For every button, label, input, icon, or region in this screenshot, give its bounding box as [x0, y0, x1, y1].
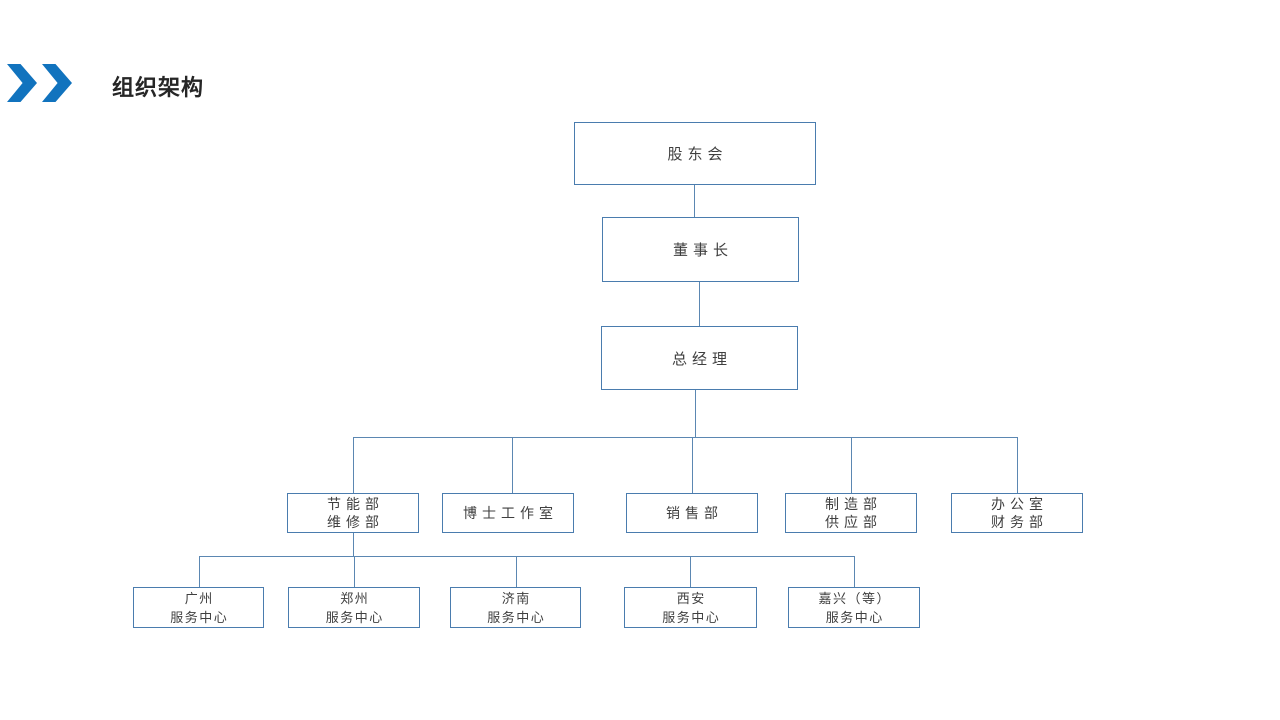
connector-line — [512, 437, 513, 493]
node-label: 服务中心 — [170, 609, 229, 625]
page-title: 组织架构 — [112, 75, 205, 100]
connector-line — [692, 437, 693, 493]
node-label: 服务中心 — [825, 609, 884, 625]
connector-line — [854, 556, 855, 587]
node-label: 董事长 — [672, 242, 733, 259]
org-node-general-manager: 总经理 — [601, 326, 798, 390]
connector-line — [353, 437, 354, 493]
org-node-manufacturing-supply-dept: 制造部 供应部 — [785, 493, 917, 533]
org-node-xian-service-center: 西安 服务中心 — [624, 587, 757, 628]
node-label: 维修部 — [327, 514, 384, 530]
org-node-shareholders: 股东会 — [574, 122, 816, 185]
node-label: 服务中心 — [662, 609, 721, 625]
connector-line — [690, 556, 691, 587]
node-label: 供应部 — [825, 514, 882, 530]
connector-line — [699, 282, 700, 326]
org-node-zhengzhou-service-center: 郑州 服务中心 — [288, 587, 420, 628]
connector-line — [199, 556, 855, 557]
node-label: 西安 — [676, 590, 706, 606]
slide-header: 组织架构 — [0, 0, 1280, 120]
org-node-office-finance-dept: 办公室 财务部 — [951, 493, 1083, 533]
org-node-sales-dept: 销售部 — [626, 493, 758, 533]
connector-line — [851, 437, 852, 493]
connector-line — [354, 556, 355, 587]
node-label: 济南 — [501, 590, 531, 606]
org-node-doctor-studio: 博士工作室 — [442, 493, 574, 533]
node-label: 郑州 — [340, 590, 370, 606]
node-label: 广州 — [184, 590, 214, 606]
org-node-jinan-service-center: 济南 服务中心 — [450, 587, 581, 628]
node-label: 节能部 — [327, 496, 384, 512]
node-label: 服务中心 — [325, 609, 384, 625]
node-label: 嘉兴（等） — [818, 590, 891, 606]
org-node-chairman: 董事长 — [602, 217, 799, 282]
connector-line — [695, 390, 696, 437]
org-node-energy-maintenance-dept: 节能部 维修部 — [287, 493, 419, 533]
connector-line — [1017, 437, 1018, 493]
node-label: 办公室 — [991, 496, 1048, 512]
node-label: 销售部 — [666, 505, 723, 521]
connector-line — [516, 556, 517, 587]
node-label: 总经理 — [671, 350, 732, 368]
org-node-jiaxing-service-center: 嘉兴（等） 服务中心 — [788, 587, 920, 628]
connector-line — [199, 556, 200, 587]
node-label: 财务部 — [991, 514, 1048, 530]
node-label: 服务中心 — [487, 609, 546, 625]
header-marker — [7, 64, 77, 102]
connector-line — [353, 533, 354, 556]
connector-line — [353, 437, 1018, 438]
connector-line — [694, 185, 695, 218]
org-node-guangzhou-service-center: 广州 服务中心 — [133, 587, 264, 628]
node-label: 股东会 — [667, 146, 728, 163]
node-label: 博士工作室 — [463, 505, 558, 521]
node-label: 制造部 — [825, 496, 882, 512]
